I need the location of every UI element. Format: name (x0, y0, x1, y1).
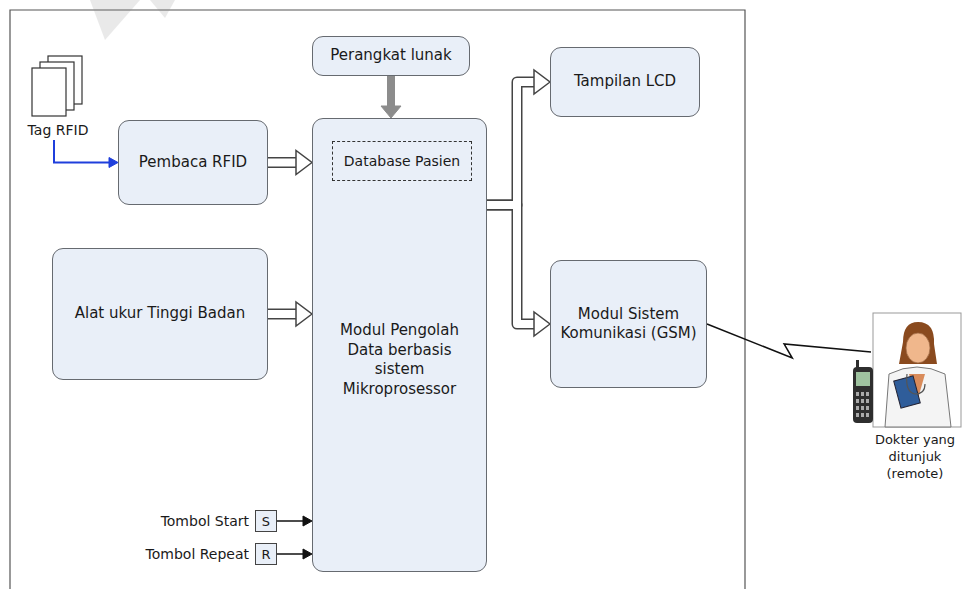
box-label: Modul Sistem Komunikasi (GSM) (559, 305, 698, 344)
doctor-label: Dokter yang ditunjuk (remote) (875, 432, 955, 481)
tag-cards-icon (18, 52, 98, 122)
arrow-line (387, 76, 395, 107)
arrow-line (277, 520, 304, 522)
arrow-head (109, 158, 118, 168)
doctor-illustration (845, 312, 963, 430)
arrow-head (534, 70, 550, 94)
watermark-logo (90, 0, 175, 40)
hollow-arrow-fill (268, 310, 297, 318)
lcd-box: Tampilan LCD (550, 47, 700, 117)
radio-link (707, 324, 871, 358)
outer-frame (10, 10, 745, 589)
hollow-arrow (487, 205, 535, 324)
rfid-tag-stack: Tag RFID (18, 52, 98, 138)
button-label: Tombol Repeat (146, 546, 249, 562)
gsm-module-box: Modul Sistem Komunikasi (GSM) (550, 260, 707, 388)
arrow-head (296, 302, 312, 326)
software-box: Perangkat lunak (312, 36, 470, 76)
hollow-arrow-fill (268, 159, 297, 167)
hollow-arrow (487, 82, 535, 205)
arrow-line (277, 553, 304, 555)
height-meter-box: Alat ukur Tinggi Badan (52, 248, 268, 380)
arrow-head (303, 516, 312, 526)
box-label: Modul Pengolah Data berbasis sistem Mikr… (321, 321, 478, 399)
arrow-head (303, 549, 312, 559)
tag-label: Tag RFID (28, 122, 89, 138)
database-box: Database Pasien (332, 141, 472, 181)
hollow-arrow (268, 309, 297, 320)
hollow-arrow (268, 157, 297, 168)
rfid-reader-box: Pembaca RFID (118, 120, 268, 205)
hollow-arrow-fill (487, 205, 535, 324)
button-key: R (255, 543, 277, 565)
repeat-button: Tombol Repeat R (146, 543, 277, 565)
doctor-remote: Dokter yang ditunjuk (remote) (845, 312, 963, 483)
arrow-line (54, 140, 110, 163)
arrow-head (534, 312, 550, 336)
button-letter: S (262, 514, 270, 529)
hollow-arrow-fill (487, 82, 535, 205)
arrow-head (296, 151, 312, 175)
button-label: Tombol Start (161, 513, 249, 529)
box-label: Perangkat lunak (330, 46, 451, 66)
arrow-head (381, 106, 401, 118)
button-key: S (255, 510, 277, 532)
box-label: Database Pasien (344, 152, 460, 170)
box-label: Tampilan LCD (574, 72, 676, 92)
button-letter: R (261, 547, 270, 562)
box-label: Pembaca RFID (139, 153, 247, 173)
processor-module-box: Modul Pengolah Data berbasis sistem Mikr… (312, 118, 487, 572)
box-label: Alat ukur Tinggi Badan (75, 304, 246, 324)
start-button: Tombol Start S (161, 510, 277, 532)
